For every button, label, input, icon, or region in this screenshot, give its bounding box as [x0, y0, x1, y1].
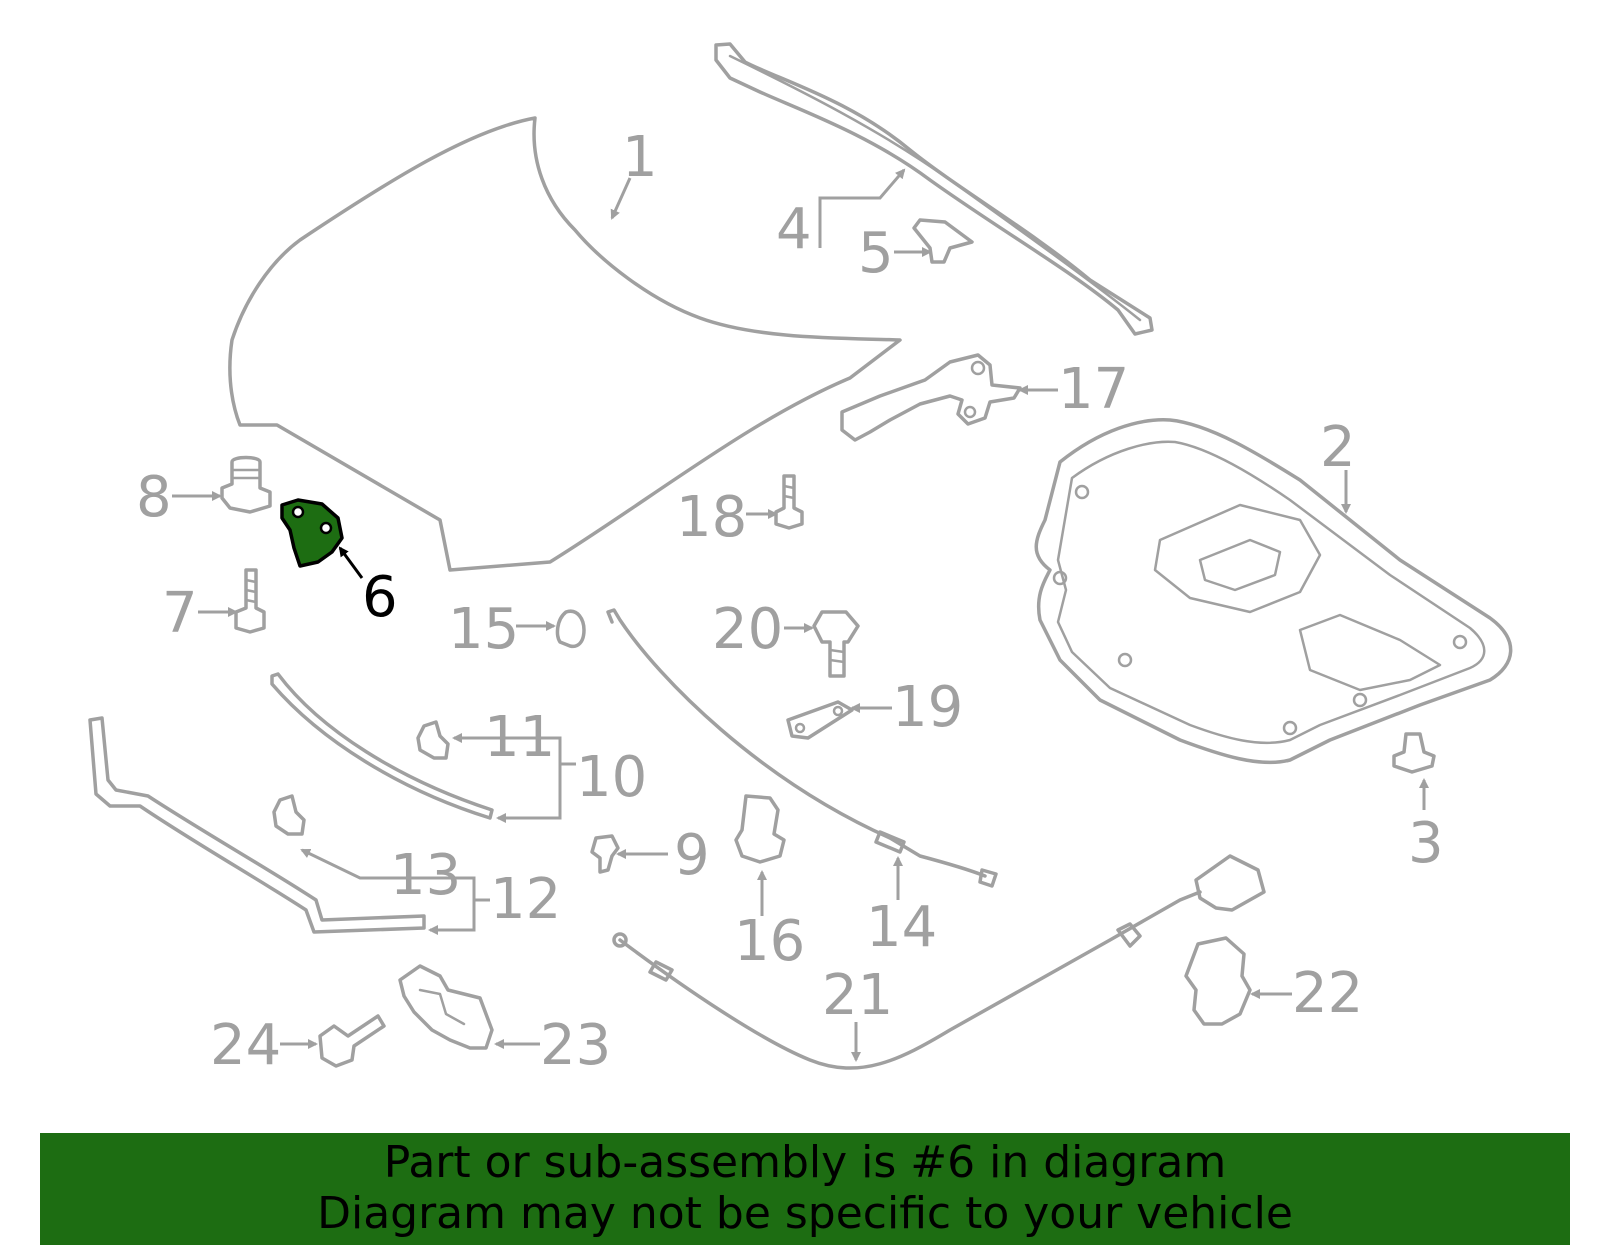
callout-9: 9 — [674, 823, 710, 888]
banner-part-note: Part or sub-assembly is #6 in diagram — [383, 1137, 1227, 1188]
callout-20: 20 — [712, 597, 783, 662]
callout-3: 3 — [1408, 811, 1444, 876]
callout-2: 2 — [1320, 415, 1356, 480]
part-bumper-8 — [220, 455, 272, 514]
part-plate-19 — [786, 700, 854, 740]
part-bolt-20 — [812, 610, 860, 678]
callout-8: 8 — [136, 465, 172, 530]
callout-23: 23 — [540, 1013, 611, 1078]
callout-24: 24 — [210, 1013, 281, 1078]
part-prop-rod — [606, 608, 998, 888]
part-clip-16 — [734, 794, 786, 864]
callout-7: 7 — [162, 581, 198, 646]
part-bolt-18 — [774, 474, 804, 530]
part-bolt-7 — [234, 568, 266, 634]
part-push-pin-9 — [590, 834, 620, 874]
callout-4: 4 — [776, 197, 812, 262]
part-front-seal — [88, 716, 426, 934]
callout-19: 19 — [892, 675, 963, 740]
callout-10: 10 — [576, 745, 647, 810]
part-bolt-24 — [318, 1014, 386, 1068]
part-rear-seal — [270, 672, 494, 820]
callout-13: 13 — [390, 843, 461, 908]
part-grommet-15 — [555, 609, 586, 649]
callout-16: 16 — [734, 909, 805, 974]
leader-12 — [428, 898, 490, 935]
callout-15: 15 — [448, 597, 519, 662]
part-hood-seal — [714, 42, 1154, 336]
callout-14: 14 — [866, 895, 937, 960]
part-hinge — [840, 353, 1022, 442]
part-clip-5 — [912, 218, 974, 264]
callout-1: 1 — [622, 125, 658, 190]
callout-21: 21 — [822, 963, 893, 1028]
part-hood — [228, 116, 902, 572]
part-handle-22 — [1184, 936, 1252, 1026]
part-release-cable — [612, 890, 1202, 1070]
part-latch-23 — [398, 964, 494, 1050]
info-banner: Part or sub-assembly is #6 in diagram Di… — [40, 1133, 1570, 1245]
part-insulator — [1034, 418, 1513, 765]
leader-1 — [610, 177, 632, 220]
part-cable-end — [1194, 854, 1266, 912]
callout-22: 22 — [1292, 961, 1363, 1026]
part-push-pin-3 — [1392, 732, 1436, 774]
leader-6 — [338, 546, 364, 579]
callout-17: 17 — [1058, 357, 1129, 422]
callout-6: 6 — [362, 565, 398, 630]
callout-11: 11 — [484, 705, 555, 770]
leader-10 — [496, 762, 576, 823]
callout-12: 12 — [490, 867, 561, 932]
part-bracket-6 — [280, 498, 344, 568]
banner-disclaimer: Diagram may not be specific to your vehi… — [317, 1188, 1293, 1239]
callout-18: 18 — [676, 485, 747, 550]
leader-4 — [818, 168, 906, 248]
parts-diagram: 1 2 3 4 5 6 7 8 9 10 11 12 13 14 15 16 1… — [88, 42, 1513, 1078]
callout-5: 5 — [858, 221, 894, 286]
